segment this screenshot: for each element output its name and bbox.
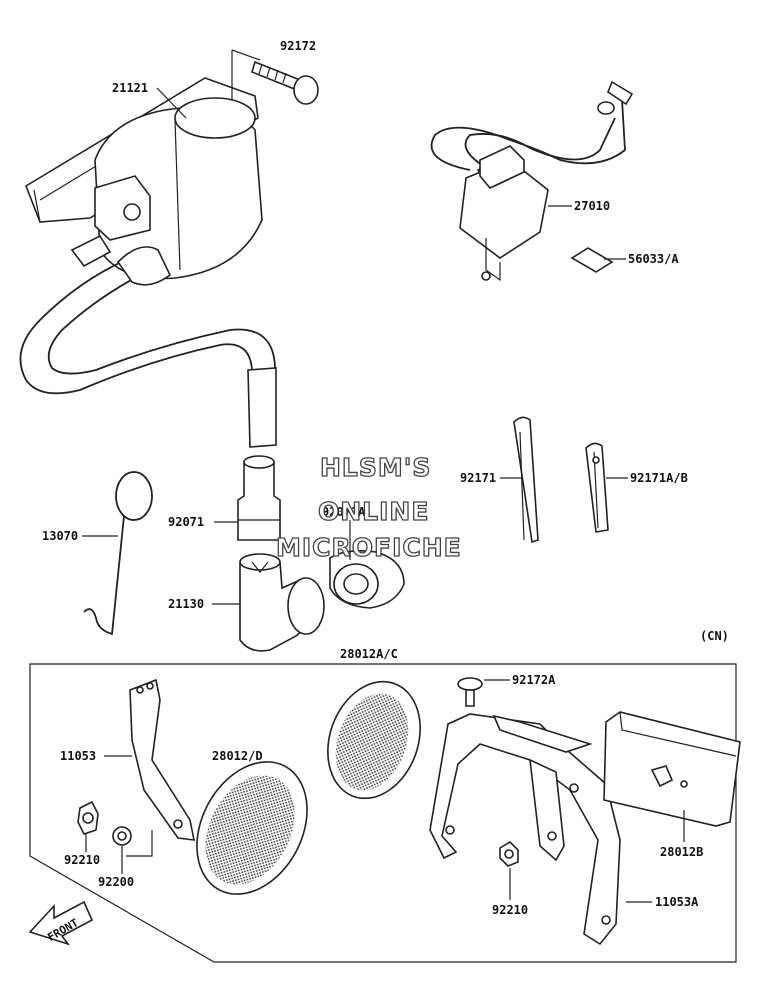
ignition-coil [19,77,277,448]
rubber-cap-92071 [237,455,281,541]
cn-boundary [29,663,737,963]
screw-92172a [457,677,483,707]
label-sticker [570,247,614,273]
label-28012b: 28012B [660,845,703,859]
reflector-28012b [603,711,741,827]
kill-switch [430,80,634,282]
label-21130: 21130 [168,597,204,611]
label-cn: (CN) [700,629,729,643]
reflector-28012d [196,761,308,895]
watermark: HLSM'S ONLINE MICROFICHE [275,452,462,562]
label-56033a: 56033/A [628,252,679,266]
nut-92210-left [77,800,99,835]
label-92210-right: 92210 [492,903,528,917]
label-92171ab: 92171A/B [630,471,688,485]
label-92200: 92200 [98,875,134,889]
label-13070: 13070 [42,529,78,543]
label-11053: 11053 [60,749,96,763]
bracket-11053 [126,678,196,857]
watermark-line1: HLSM'S [320,453,431,482]
bolt-92172 [231,49,319,105]
bracket-11053a [429,713,621,946]
label-11053a: 11053A [655,895,699,909]
label-27010: 27010 [574,199,610,213]
plug-cap-21130 [239,553,325,652]
label-92172: 92172 [280,39,316,53]
watermark-line2: ONLINE [318,497,429,526]
clamp-92171 [513,416,539,544]
watermark-line3: MICROFICHE [276,533,462,562]
front-arrow: FRONT [28,900,94,946]
label-92210-left: 92210 [64,853,100,867]
seal-92071a [329,550,405,609]
washer-92200 [112,826,132,846]
label-28012ac: 28012A/C [340,647,398,661]
reflector-28012ac [327,680,421,800]
pin-13070 [83,471,153,636]
nut-92210-right [499,840,519,867]
label-92071: 92071 [168,515,204,529]
clamp-92171ab [585,442,609,533]
label-92071a: 92071A [322,505,366,519]
label-92172a: 92172A [512,673,556,687]
label-28012d: 28012/D [212,749,263,763]
label-21121: 21121 [112,81,148,95]
label-92171: 92171 [460,471,496,485]
